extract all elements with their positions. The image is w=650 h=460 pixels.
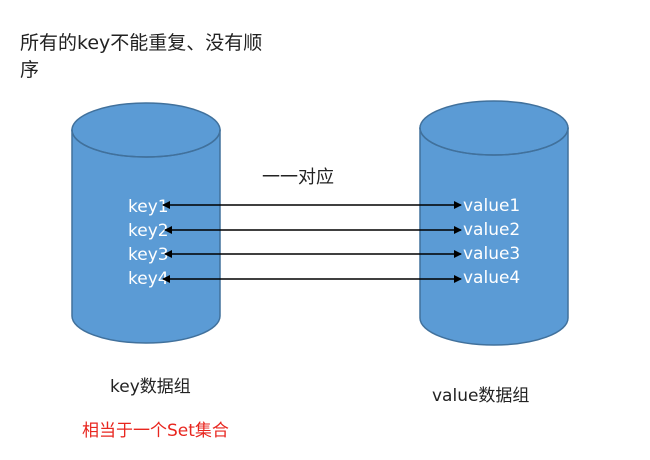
- set-collection-note: 相当于一个Set集合: [82, 421, 229, 441]
- key-cylinder-rim: [71, 129, 221, 158]
- value-cylinder-rim: [419, 127, 569, 156]
- value-label-1: value1: [463, 196, 520, 216]
- key-label-4: key4: [128, 269, 169, 289]
- relation-label: 一一对应: [262, 167, 334, 188]
- key-group-caption: key数据组: [110, 377, 191, 397]
- note-text: 所有的key不能重复、没有顺序: [20, 32, 263, 81]
- key-label-2: key2: [128, 221, 169, 241]
- key-cylinder: [71, 102, 221, 344]
- value-label-3: value3: [463, 244, 520, 264]
- key-label-1: key1: [128, 197, 169, 217]
- value-cylinder: [419, 100, 569, 346]
- value-label-2: value2: [463, 220, 520, 240]
- value-label-4: value4: [463, 268, 520, 288]
- key-cylinder-body: [71, 129, 221, 344]
- value-cylinder-body: [419, 127, 569, 346]
- key-label-3: key3: [128, 245, 169, 265]
- value-group-caption: value数据组: [432, 386, 530, 406]
